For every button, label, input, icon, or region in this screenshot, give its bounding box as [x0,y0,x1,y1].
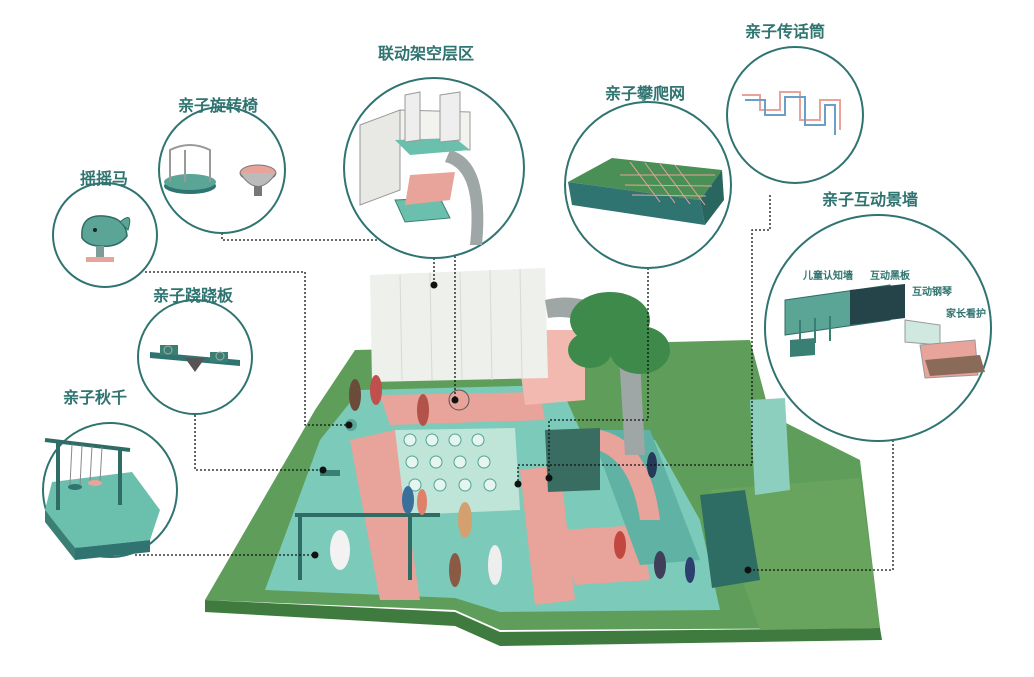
label-rotating-chair: 亲子旋转椅 [178,96,259,115]
label-rocking-horse: 摇摇马 [80,169,129,188]
climbing-net-illustration [568,158,724,225]
leader-interactive-wall [748,440,894,571]
tree-cluster [568,292,670,374]
label-parents: 家长看护 [946,309,986,320]
label-swing: 亲子秋千 [63,388,128,407]
talk-tube-illustration [742,91,841,135]
label-seesaw: 亲子跷跷板 [153,286,234,305]
leader-rocking-horse [145,271,349,426]
leader-dots [311,281,752,574]
hedge-right [710,478,880,630]
leader-seesaw [194,415,323,471]
interactive-wall-model [700,490,760,588]
hopscotch-dots [403,433,497,492]
swing-illustration [44,438,160,560]
label-piano: 互动钢琴 [912,287,952,298]
label-interactive-wall: 亲子互动景墙 [822,190,919,209]
path-pink-4 [560,525,650,585]
seesaw-plan [320,470,340,476]
building-lines [399,268,523,381]
climb-net-block [545,428,600,492]
label-blackboard: 互动黑板 [870,271,910,282]
interactive-wall-illustration [784,284,985,379]
leader-talk-tube [517,195,771,484]
label-climbing-net: 亲子攀爬网 [605,84,686,103]
circle-rotating-chair [158,106,286,234]
pavilion-illustration [359,91,484,245]
seesaw-illustration [150,345,240,372]
leader-rotating-chair [221,225,456,400]
circle-interactive-wall [764,214,992,442]
label-pavilion: 联动架空层区 [378,44,475,63]
swing-frame-plan [295,513,440,580]
pale-court [395,428,520,515]
people [330,375,695,587]
talk-tube-tower [750,398,790,495]
grass-edge [205,600,882,646]
rocking-horse-illustration [81,215,131,262]
playground-plan [205,268,882,646]
leader-lines [135,195,894,571]
rotating-chair-plan [448,389,470,411]
label-kids-wall: 儿童认知墙 [803,271,853,282]
rotating-chair-illustration [164,144,277,196]
leader-climbing-net [548,268,649,478]
track-curve [590,430,660,520]
building-block [370,268,548,382]
circle-talk-tube [726,46,864,184]
label-talk-tube: 亲子传话筒 [745,22,826,41]
path-pink-3 [520,465,575,605]
